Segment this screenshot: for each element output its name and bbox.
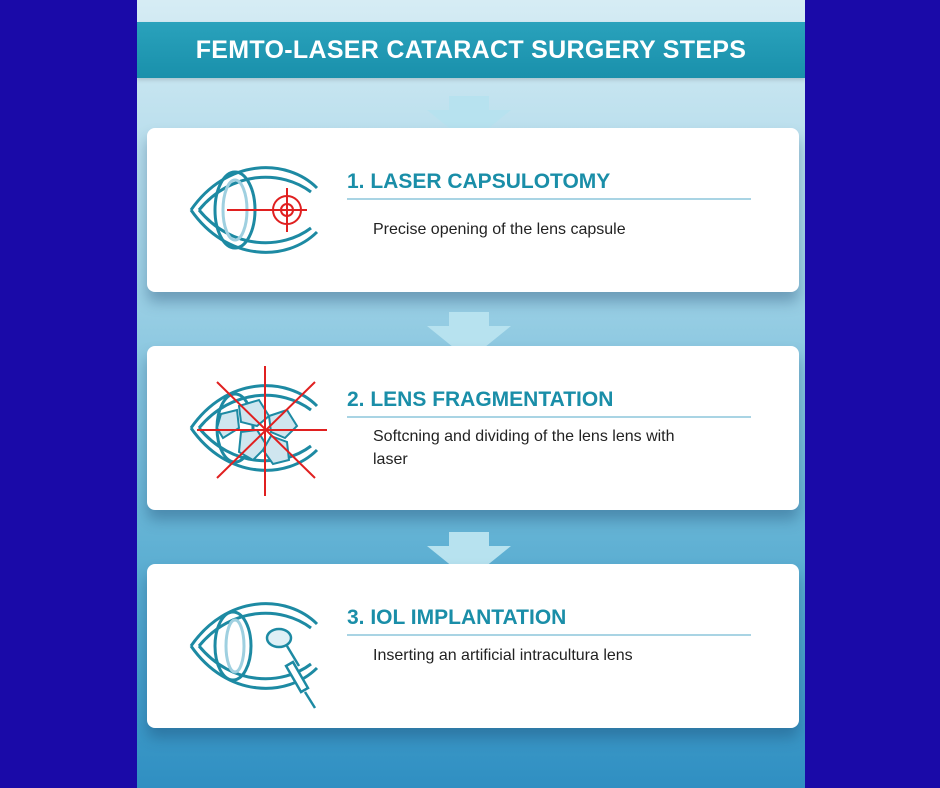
step-card-fragmentation: 2. LENS FRAGMENTATION Softcning and divi… bbox=[147, 346, 799, 510]
step-card-capsulotomy: 1. LASER CAPSULOTOMY Precise opening of … bbox=[147, 128, 799, 292]
divider bbox=[347, 416, 751, 418]
step-card-implantation: 3. IOL IMPLANTATION Inserting an artific… bbox=[147, 564, 799, 728]
step-description: Softcning and dividing of the lens lens … bbox=[373, 428, 675, 468]
down-arrow-icon bbox=[427, 312, 511, 360]
down-arrow-icon bbox=[427, 96, 511, 144]
title-banner: FEMTO-LASER CATARACT SURGERY STEPS bbox=[137, 22, 805, 78]
down-arrow-icon bbox=[427, 532, 511, 580]
step-description: Inserting an artificial intracultura len… bbox=[373, 647, 633, 664]
page-title: FEMTO-LASER CATARACT SURGERY STEPS bbox=[195, 35, 747, 64]
eye-implant-icon bbox=[189, 602, 319, 709]
step-description: Precise opening of the lens capsule bbox=[373, 221, 626, 238]
step-title: 2. LENS FRAGMENTATION bbox=[347, 388, 614, 411]
divider bbox=[347, 634, 751, 636]
step-title: 3. IOL IMPLANTATION bbox=[347, 606, 567, 629]
divider bbox=[347, 198, 751, 200]
step-title: 1. LASER CAPSULOTOMY bbox=[347, 170, 611, 193]
eye-capsulotomy-icon bbox=[189, 166, 319, 254]
infographic-panel: FEMTO-LASER CATARACT SURGERY STEPS 1. LA… bbox=[137, 0, 805, 788]
eye-fragmentation-icon bbox=[189, 366, 327, 496]
